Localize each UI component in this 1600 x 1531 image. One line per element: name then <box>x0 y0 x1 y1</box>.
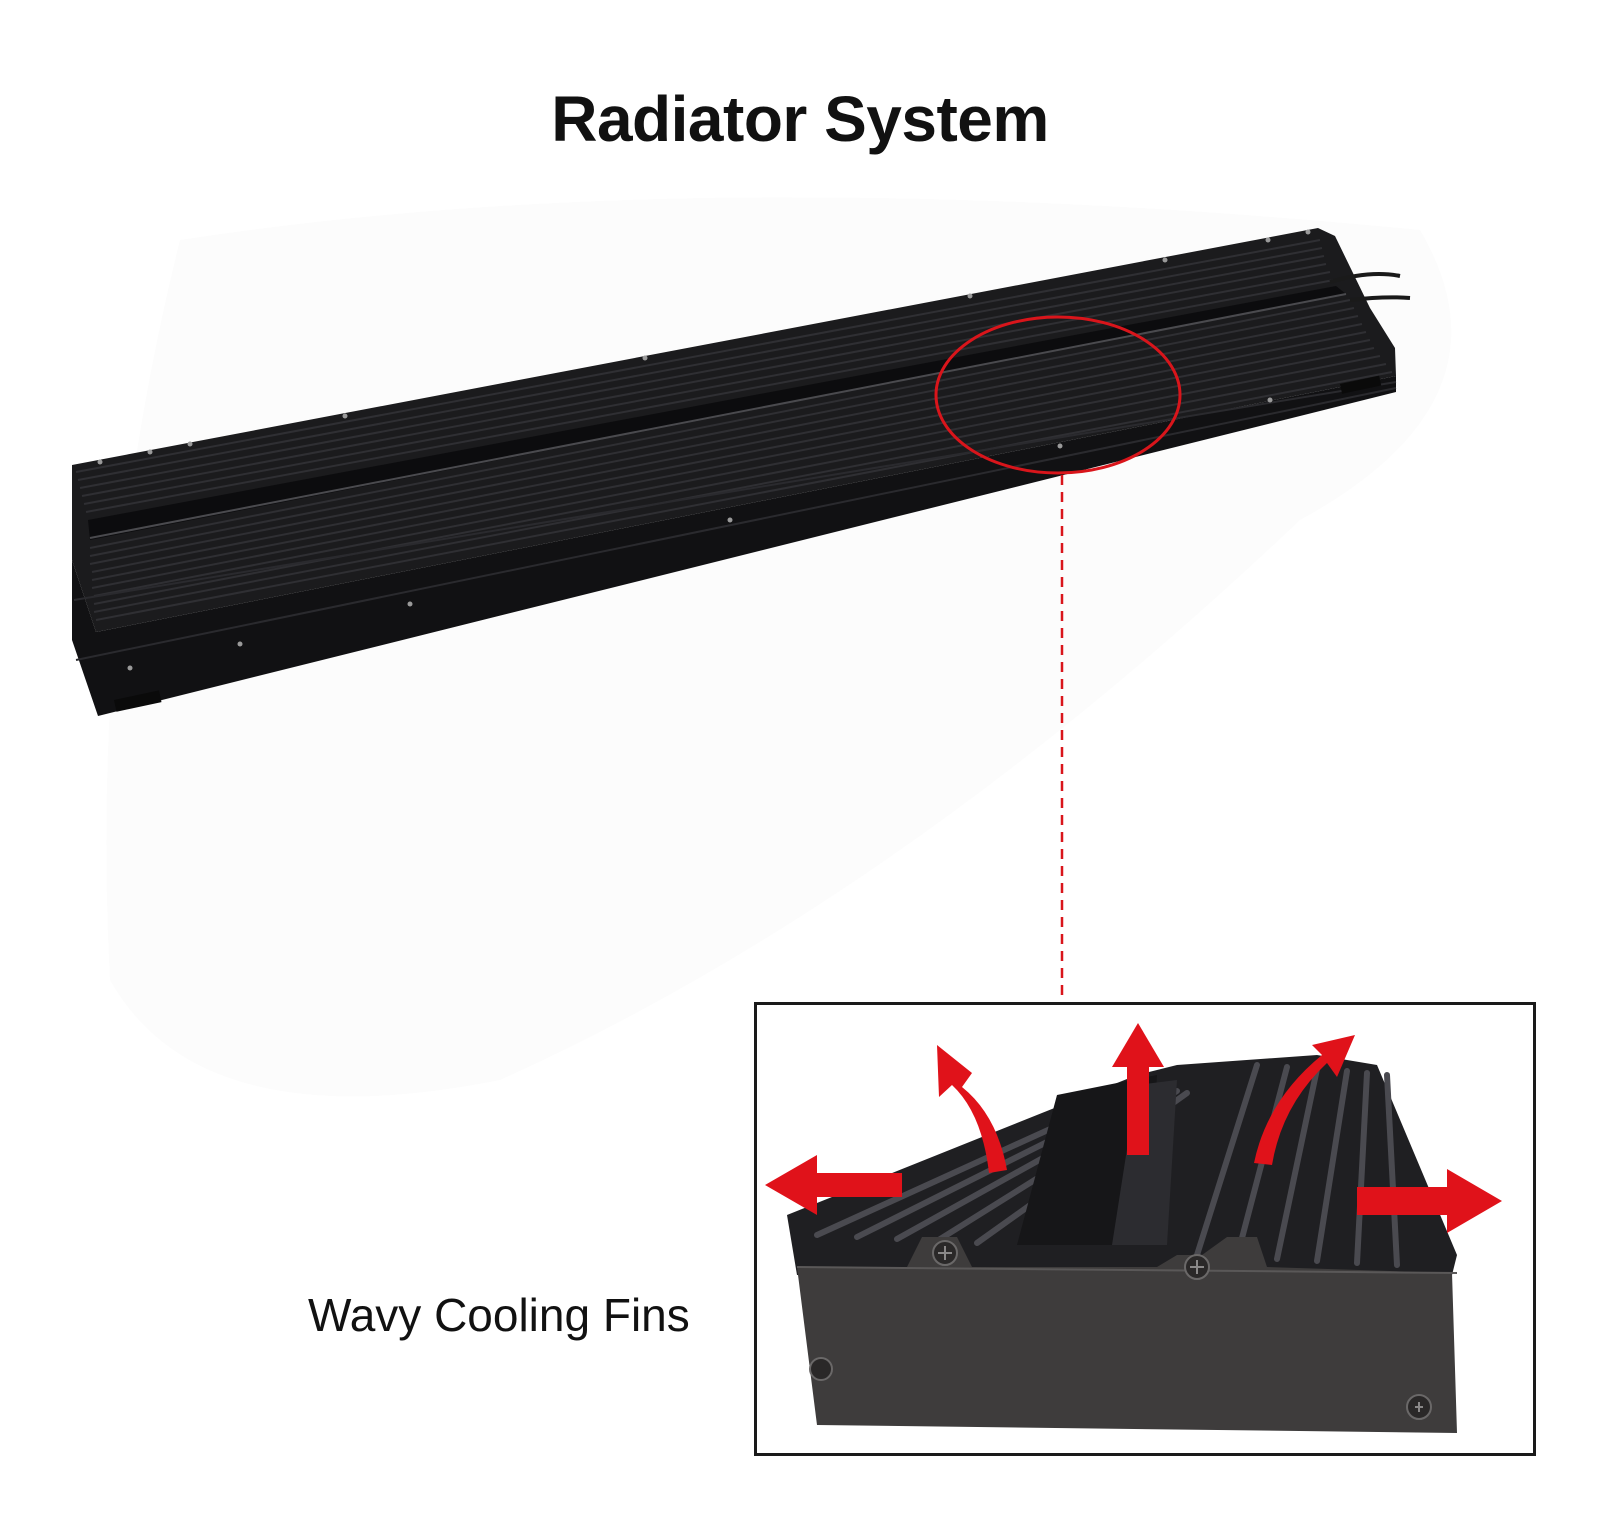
heat-flow-arrow-icon <box>765 1023 1502 1233</box>
zoom-inset-panel <box>754 1002 1536 1456</box>
inset-caption: Wavy Cooling Fins <box>308 1289 690 1341</box>
callout-circle-icon <box>934 315 1182 475</box>
power-cable <box>1329 272 1411 302</box>
inset-fins <box>787 1055 1457 1295</box>
inset-closeup <box>765 1023 1502 1433</box>
endcap-plate <box>797 1237 1457 1433</box>
page-title: Radiator System <box>551 83 1049 155</box>
heatsink-body <box>72 228 1411 716</box>
